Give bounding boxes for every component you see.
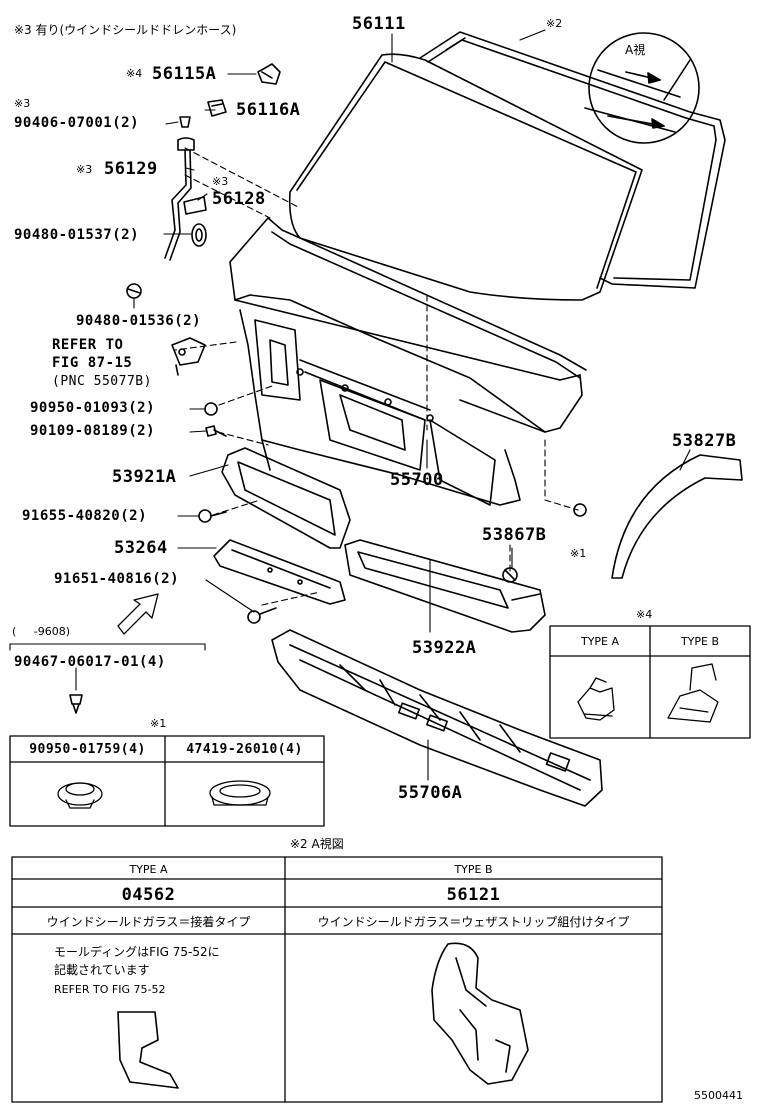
clip-type-b-header: TYPE B bbox=[680, 635, 720, 648]
note-1-marker-small: ※1 bbox=[570, 547, 587, 560]
section-type-b bbox=[431, 942, 529, 1085]
grommet-90480b bbox=[126, 283, 142, 299]
weatherstrip-frame bbox=[419, 31, 726, 289]
screw-91655 bbox=[198, 509, 227, 523]
screw-91651 bbox=[247, 607, 277, 624]
guard-53264 bbox=[213, 539, 346, 605]
note-1-marker: ※1 bbox=[150, 717, 167, 730]
date-range-label: ( -9608) bbox=[12, 625, 71, 638]
type-a-note-line-2: 記載されています bbox=[54, 963, 150, 977]
clip-type-box bbox=[549, 625, 751, 739]
grommet-90950-01759: 90950-01759(4) bbox=[29, 742, 146, 757]
label-90467-06017-01: 90467-06017-01(4) bbox=[14, 654, 166, 670]
note-2-marker: ※2 bbox=[546, 17, 563, 30]
screw-90109 bbox=[205, 425, 227, 437]
label-91655-40820: 91655-40820(2) bbox=[22, 508, 148, 524]
note-3-marker-90406: ※3 bbox=[14, 97, 31, 110]
dashed-leaders bbox=[174, 147, 579, 606]
label-90480-01537: 90480-01537(2) bbox=[14, 227, 140, 243]
label-53264: 53264 bbox=[114, 538, 168, 558]
label-90406-07001: 90406-07001(2) bbox=[14, 115, 140, 131]
label-56115A: 56115A bbox=[152, 64, 217, 84]
drain-hose bbox=[164, 137, 195, 261]
panel-53921A bbox=[221, 447, 351, 549]
type-a-note-line-3: REFER TO FIG 75-52 bbox=[54, 983, 166, 996]
label-53867B: 53867B bbox=[482, 525, 547, 545]
direction-arrow bbox=[117, 593, 159, 635]
leader-lines bbox=[75, 29, 691, 781]
label-53827B: 53827B bbox=[672, 431, 737, 451]
label-55706A: 55706A bbox=[398, 783, 463, 803]
label-56111: 56111 bbox=[352, 14, 406, 34]
view-type-b-header: TYPE B bbox=[454, 863, 493, 876]
label-90109-08189: 90109-08189(2) bbox=[30, 423, 156, 439]
label-53921A: 53921A bbox=[112, 467, 177, 487]
nut-90950 bbox=[204, 402, 218, 416]
cowl-body-panel bbox=[229, 217, 587, 506]
refer-line-2: FIG 87-15 bbox=[52, 355, 133, 371]
bracket-56128 bbox=[183, 196, 207, 215]
note-4-marker-56115A: ※4 bbox=[126, 67, 143, 80]
header-note: ※3 有り(ウインドシールドドレンホース) bbox=[14, 23, 237, 37]
grommet-box bbox=[9, 735, 325, 827]
label-56128: 56128 bbox=[212, 189, 266, 209]
note-4-marker: ※4 bbox=[636, 608, 653, 621]
label-56116A: 56116A bbox=[236, 100, 301, 120]
clip-type-a-header: TYPE A bbox=[580, 635, 620, 648]
clip-90467 bbox=[69, 694, 83, 714]
refer-line-3: (PNC 55077B) bbox=[52, 374, 152, 389]
grommet-90480a bbox=[191, 223, 207, 247]
view-desc-type-b: ウインドシールドガラス＝ウェザストリップ組付けタイプ bbox=[317, 915, 630, 929]
view-a-table bbox=[11, 856, 663, 1103]
plug-note1 bbox=[573, 503, 587, 517]
label-56129: 56129 bbox=[104, 159, 158, 179]
section-type-a bbox=[117, 1011, 179, 1089]
label-53922A: 53922A bbox=[412, 638, 477, 658]
view-desc-type-a: ウインドシールドガラス＝接着タイプ bbox=[46, 915, 251, 929]
label-91651-40816: 91651-40816(2) bbox=[54, 571, 180, 587]
view-a-label: A視 bbox=[625, 43, 646, 57]
view-type-a-header: TYPE A bbox=[129, 863, 168, 876]
label-90950-01093: 90950-01093(2) bbox=[30, 400, 156, 416]
reinforcement-55706A bbox=[271, 629, 603, 807]
clip-56116A bbox=[207, 99, 227, 117]
note-3-marker-56129: ※3 bbox=[76, 163, 93, 176]
bracket-55077B bbox=[171, 337, 206, 376]
label-90480-01536: 90480-01536(2) bbox=[76, 313, 202, 329]
refer-line-1: REFER TO bbox=[52, 337, 124, 353]
type-a-note-line-1: モールディングはFIG 75-52に bbox=[54, 945, 220, 959]
panel-53922A bbox=[344, 539, 546, 633]
view-a-table-caption: ※2 A視図 bbox=[290, 837, 344, 851]
molding-53827B bbox=[611, 454, 743, 579]
clip-56115A bbox=[257, 63, 281, 85]
view-a-detail-circle bbox=[584, 32, 700, 144]
grommet-47419-26010: 47419-26010(4) bbox=[186, 742, 303, 757]
label-55700: 55700 bbox=[390, 470, 444, 490]
bolt-90406 bbox=[179, 116, 191, 128]
note-3-marker-56128: ※3 bbox=[212, 175, 229, 188]
figure-code: 5500441 bbox=[694, 1089, 743, 1102]
windshield-glass bbox=[288, 53, 643, 301]
view-part-04562: 04562 bbox=[121, 885, 176, 905]
view-part-56121: 56121 bbox=[446, 885, 501, 905]
